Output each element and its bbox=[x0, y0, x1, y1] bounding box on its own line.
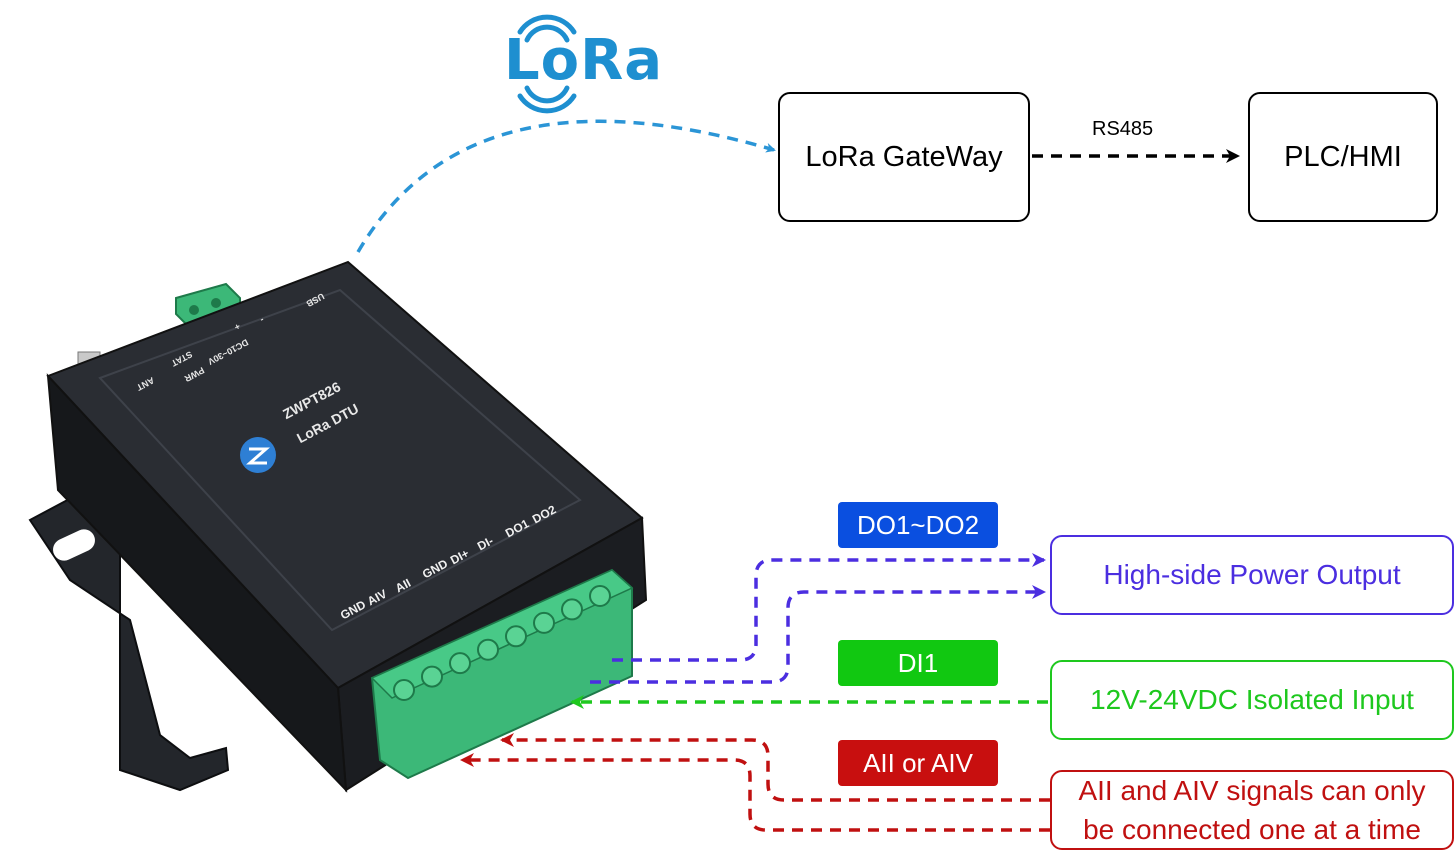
lora-gateway-node: LoRa GateWay bbox=[778, 92, 1030, 222]
do-badge: DO1~DO2 bbox=[838, 502, 998, 548]
di-badge: DI1 bbox=[838, 640, 998, 686]
terminal-screw-icon bbox=[589, 585, 611, 607]
terminal-screw-icon bbox=[449, 652, 471, 675]
plc-hmi-node: PLC/HMI bbox=[1248, 92, 1438, 222]
terminal-screws bbox=[393, 585, 611, 701]
lora-logo-icon bbox=[517, 14, 577, 114]
analog-note-node: AII and AIV signals can only be connecte… bbox=[1050, 770, 1454, 850]
dtu-device-illustration bbox=[28, 260, 648, 793]
terminal-screw-icon bbox=[393, 679, 415, 701]
terminal-screw-icon bbox=[505, 625, 527, 648]
power-output-node: High-side Power Output bbox=[1050, 535, 1454, 615]
aii-connector-arrow bbox=[500, 733, 1050, 802]
power-output-label: High-side Power Output bbox=[1103, 559, 1401, 590]
lora-link-arrow bbox=[356, 119, 776, 253]
aiv-connector-arrow bbox=[460, 753, 1050, 832]
terminal-screw-icon bbox=[477, 638, 499, 661]
lora-gateway-label: LoRa GateWay bbox=[805, 140, 1003, 173]
do1-connector-arrow bbox=[612, 553, 1046, 662]
ai-badge: AII or AIV bbox=[838, 740, 998, 786]
analog-note-line1: AII and AIV signals can only bbox=[1078, 775, 1426, 806]
terminal-screw-icon bbox=[561, 598, 583, 621]
terminal-screw-icon bbox=[533, 611, 555, 634]
lora-logo-text: LoRa bbox=[504, 28, 664, 93]
plc-hmi-label: PLC/HMI bbox=[1284, 140, 1402, 173]
rs485-label: RS485 bbox=[1092, 118, 1154, 140]
isolated-input-node: 12V-24VDC Isolated Input bbox=[1050, 660, 1454, 740]
analog-note-line2: be connected one at a time bbox=[1083, 814, 1421, 845]
do2-connector-arrow bbox=[590, 585, 1046, 684]
isolated-input-label: 12V-24VDC Isolated Input bbox=[1090, 684, 1414, 715]
terminal-screw-icon bbox=[421, 665, 443, 688]
